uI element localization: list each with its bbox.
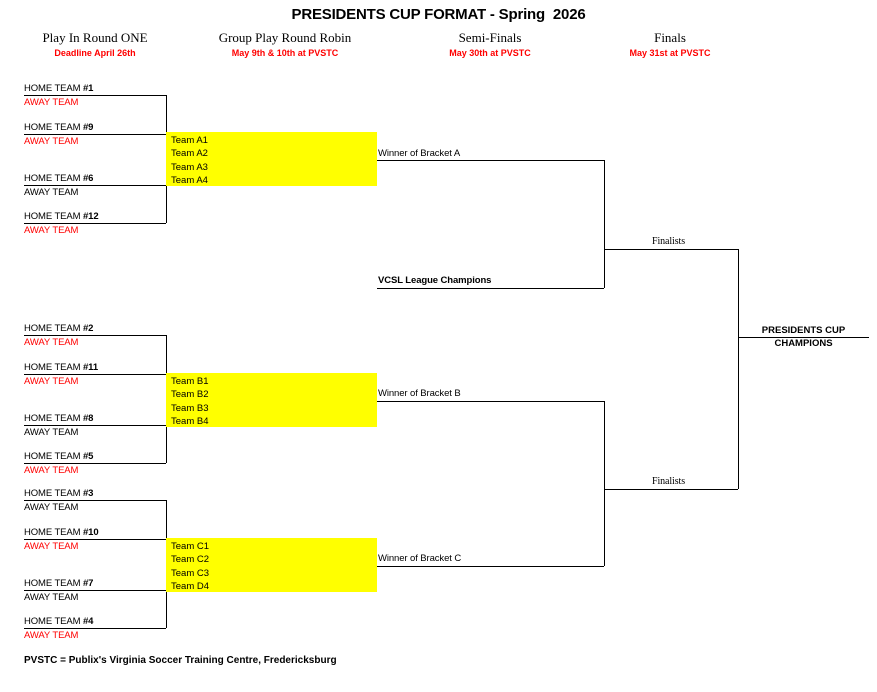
bracket-line <box>24 539 166 540</box>
bracket-line <box>604 489 738 490</box>
bracket-line <box>738 249 739 489</box>
play-in-away-a3: AWAY TEAM <box>24 187 79 198</box>
bracket-line <box>166 590 167 628</box>
group-team: Team B1 <box>171 376 209 387</box>
column-heading-group-play: Group Play Round Robin <box>218 30 352 45</box>
play-in-away-a1: AWAY TEAM <box>24 97 79 108</box>
play-in-away-b3: AWAY TEAM <box>24 427 79 438</box>
group-team: Team B4 <box>171 415 209 427</box>
finalists-bottom-label: Finalists <box>652 476 685 487</box>
play-in-away-c3: AWAY TEAM <box>24 592 79 603</box>
group-team: Team C1 <box>171 541 210 552</box>
play-in-away-c2: AWAY TEAM <box>24 541 79 552</box>
group-play-box-a: Team A1 Team A2 Team A3 Team A4 <box>166 132 377 186</box>
finalists-top-label: Finalists <box>652 236 685 247</box>
bracket-line <box>377 160 604 161</box>
bracket-line <box>24 500 166 501</box>
group-team: Team A2 <box>171 148 208 160</box>
page-title: PRESIDENTS CUP FORMAT - Spring 2026 <box>291 6 586 23</box>
play-in-away-b4: AWAY TEAM <box>24 465 79 476</box>
play-in-home-a3: HOME TEAM #6 <box>24 173 94 184</box>
play-in-away-c1: AWAY TEAM <box>24 502 79 513</box>
play-in-home-c4: HOME TEAM #4 <box>24 616 94 627</box>
bracket-line <box>24 223 166 224</box>
bracket-line <box>24 590 166 591</box>
play-in-home-a4: HOME TEAM #12 <box>24 211 99 222</box>
bracket-line <box>24 185 166 186</box>
semifinal-winner-bracket-a: Winner of Bracket A <box>378 148 461 159</box>
bracket-line <box>24 95 166 96</box>
play-in-home-c3: HOME TEAM #7 <box>24 578 94 589</box>
group-team: Team A3 <box>171 161 208 173</box>
play-in-away-a2: AWAY TEAM <box>24 136 79 147</box>
bracket-line <box>24 628 166 629</box>
column-date-play-in: Deadline April 26th <box>54 48 136 58</box>
bracket-line <box>377 566 604 567</box>
group-team: Team D4 <box>171 580 210 592</box>
bracket-line <box>166 335 167 374</box>
group-team: Team C2 <box>171 554 210 566</box>
group-team: Team A1 <box>171 135 208 146</box>
play-in-away-c4: AWAY TEAM <box>24 630 79 641</box>
bracket-line <box>377 401 604 402</box>
column-heading-play-in: Play In Round ONE <box>42 30 148 45</box>
group-team: Team B3 <box>171 402 209 414</box>
group-play-box-b: Team B1 Team B2 Team B3 Team B4 <box>166 373 377 427</box>
bracket-line <box>166 95 167 134</box>
bracket-line <box>166 500 167 539</box>
presidents-cup-champions-label: PRESIDENTS CUP CHAMPIONS <box>738 324 869 350</box>
group-team: Team C3 <box>171 567 210 579</box>
column-heading-semifinals: Semi-Finals <box>458 30 522 45</box>
bracket-line <box>166 185 167 223</box>
bracket-line <box>24 425 166 426</box>
play-in-home-a1: HOME TEAM #1 <box>24 83 94 94</box>
group-team: Team B2 <box>171 389 209 401</box>
group-play-box-c: Team C1 Team C2 Team C3 Team D4 <box>166 538 377 592</box>
play-in-home-b1: HOME TEAM #2 <box>24 323 94 334</box>
column-date-semifinals: May 30th at PVSTC <box>449 48 531 58</box>
semifinal-winner-bracket-c: Winner of Bracket C <box>378 553 462 564</box>
play-in-home-c1: HOME TEAM #3 <box>24 488 94 499</box>
play-in-away-b1: AWAY TEAM <box>24 337 79 348</box>
play-in-away-a4: AWAY TEAM <box>24 225 79 236</box>
bracket-line <box>24 463 166 464</box>
column-date-finals: May 31st at PVSTC <box>629 48 711 58</box>
champions-line-2: CHAMPIONS <box>774 338 833 349</box>
bracket-line <box>166 425 167 463</box>
bracket-line <box>24 335 166 336</box>
column-heading-finals: Finals <box>654 30 686 45</box>
bracket-line <box>377 288 604 289</box>
play-in-home-b2: HOME TEAM #11 <box>24 362 99 373</box>
bracket-line <box>604 160 605 288</box>
bracket-line <box>738 337 869 338</box>
play-in-home-b3: HOME TEAM #8 <box>24 413 94 424</box>
bracket-line <box>24 134 166 135</box>
group-team: Team A4 <box>171 174 208 186</box>
play-in-home-a2: HOME TEAM #9 <box>24 122 94 133</box>
play-in-home-c2: HOME TEAM #10 <box>24 527 99 538</box>
play-in-home-b4: HOME TEAM #5 <box>24 451 94 462</box>
semifinal-winner-bracket-b: Winner of Bracket B <box>378 388 461 399</box>
column-date-group-play: May 9th & 10th at PVSTC <box>231 48 339 58</box>
play-in-away-b2: AWAY TEAM <box>24 376 79 387</box>
footnote-pvstc: PVSTC = Publix's Virginia Soccer Trainin… <box>24 655 337 666</box>
bracket-line <box>24 374 166 375</box>
semifinal-vcsl-league-champions: VCSL League Champions <box>378 275 492 286</box>
champions-line-1: PRESIDENTS CUP <box>761 325 846 336</box>
bracket-line <box>604 401 605 566</box>
bracket-line <box>604 249 738 250</box>
